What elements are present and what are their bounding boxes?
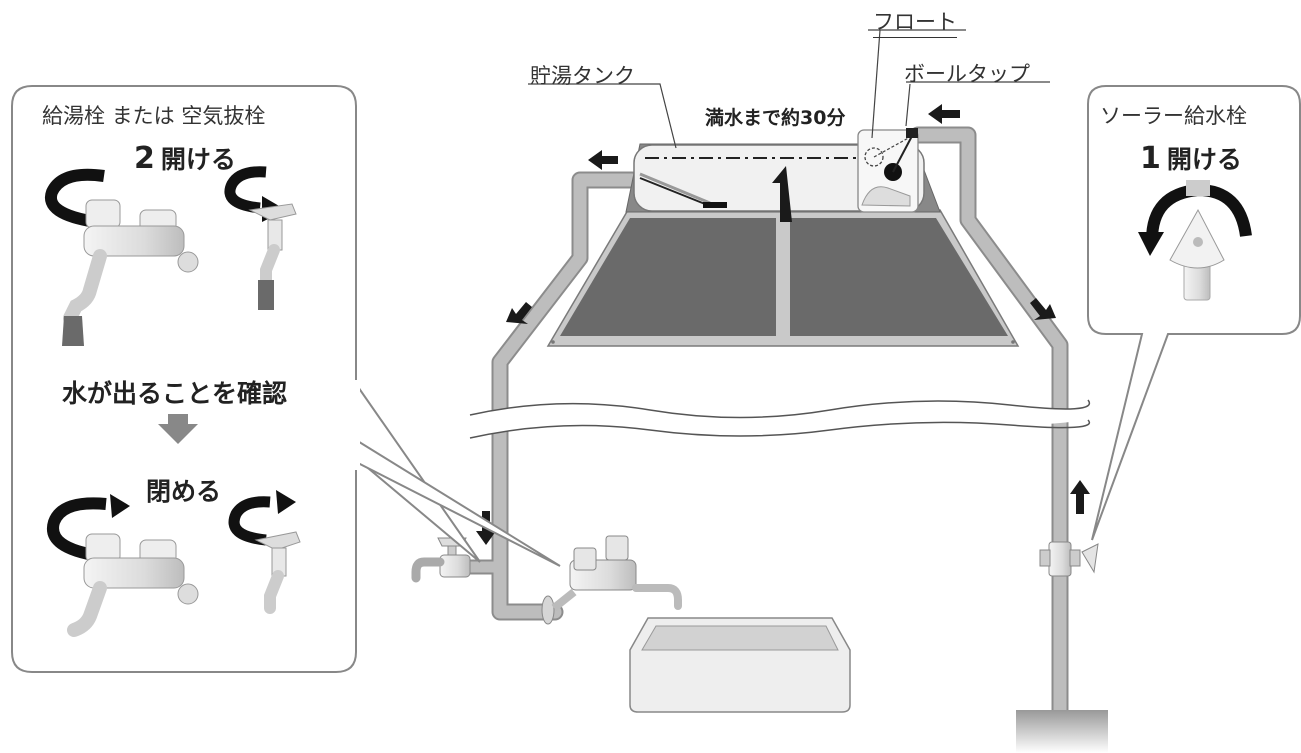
arrow-up-tank: [772, 166, 792, 222]
collector-panel-left: [560, 218, 776, 336]
supply-pipe: [911, 128, 1067, 717]
left-step-number: 2: [134, 141, 155, 176]
pipe-system: [462, 126, 1069, 719]
fill-time-label: 満水まで約30分: [705, 107, 846, 129]
hose-faucet: [411, 537, 471, 583]
supply-valve-illustration: [1138, 180, 1252, 301]
tank-label: 貯湯タンク: [530, 64, 635, 88]
rotate-arrow-icon-3: [47, 497, 107, 562]
right-step-number: 1: [1140, 141, 1161, 176]
confirm-water-label: 水が出ることを確認: [62, 379, 288, 408]
rotate-arrow-icon-4: [228, 496, 271, 546]
down-arrow-icon: [158, 414, 198, 444]
arrow-down-left-pipe: [506, 302, 532, 324]
leader-lines: [528, 29, 1050, 149]
right-callout-title: ソーラー給水栓: [1100, 104, 1247, 128]
solar-collector: [546, 209, 1020, 347]
right-callout: [1087, 85, 1301, 541]
float-dashed: [864, 147, 884, 167]
float-label: フロート: [873, 6, 957, 38]
right-step-action: 開ける: [1166, 145, 1242, 174]
flow-arrows: [476, 104, 1090, 545]
sink: [629, 617, 851, 713]
collector-panel-right: [790, 218, 1008, 336]
ball-tap: [906, 128, 918, 138]
ground-base: [1016, 710, 1108, 753]
ball-tap-label: ボールタップ: [904, 62, 1030, 86]
rotate-arrow-icon-2: [224, 166, 267, 214]
arrow-left-top: [588, 150, 618, 170]
arrow-up-supply: [1070, 480, 1090, 514]
open-faucet-illustrations: [44, 166, 297, 346]
solar-supply-valve: [1039, 541, 1099, 577]
pipe-break-lines: [469, 399, 1091, 439]
rotate-arrow-icon-1: [44, 168, 105, 228]
close-label: 閉める: [146, 477, 222, 506]
arrow-up-right-pipe: [1030, 298, 1056, 320]
left-callout-title: 給湯栓 または 空気抜栓: [42, 104, 266, 128]
left-step-action: 開ける: [160, 145, 236, 174]
close-faucet-illustrations: [47, 490, 301, 637]
arrow-left-inlet: [928, 104, 960, 124]
return-pipe: [493, 173, 639, 619]
mixer-faucet: [541, 535, 682, 625]
